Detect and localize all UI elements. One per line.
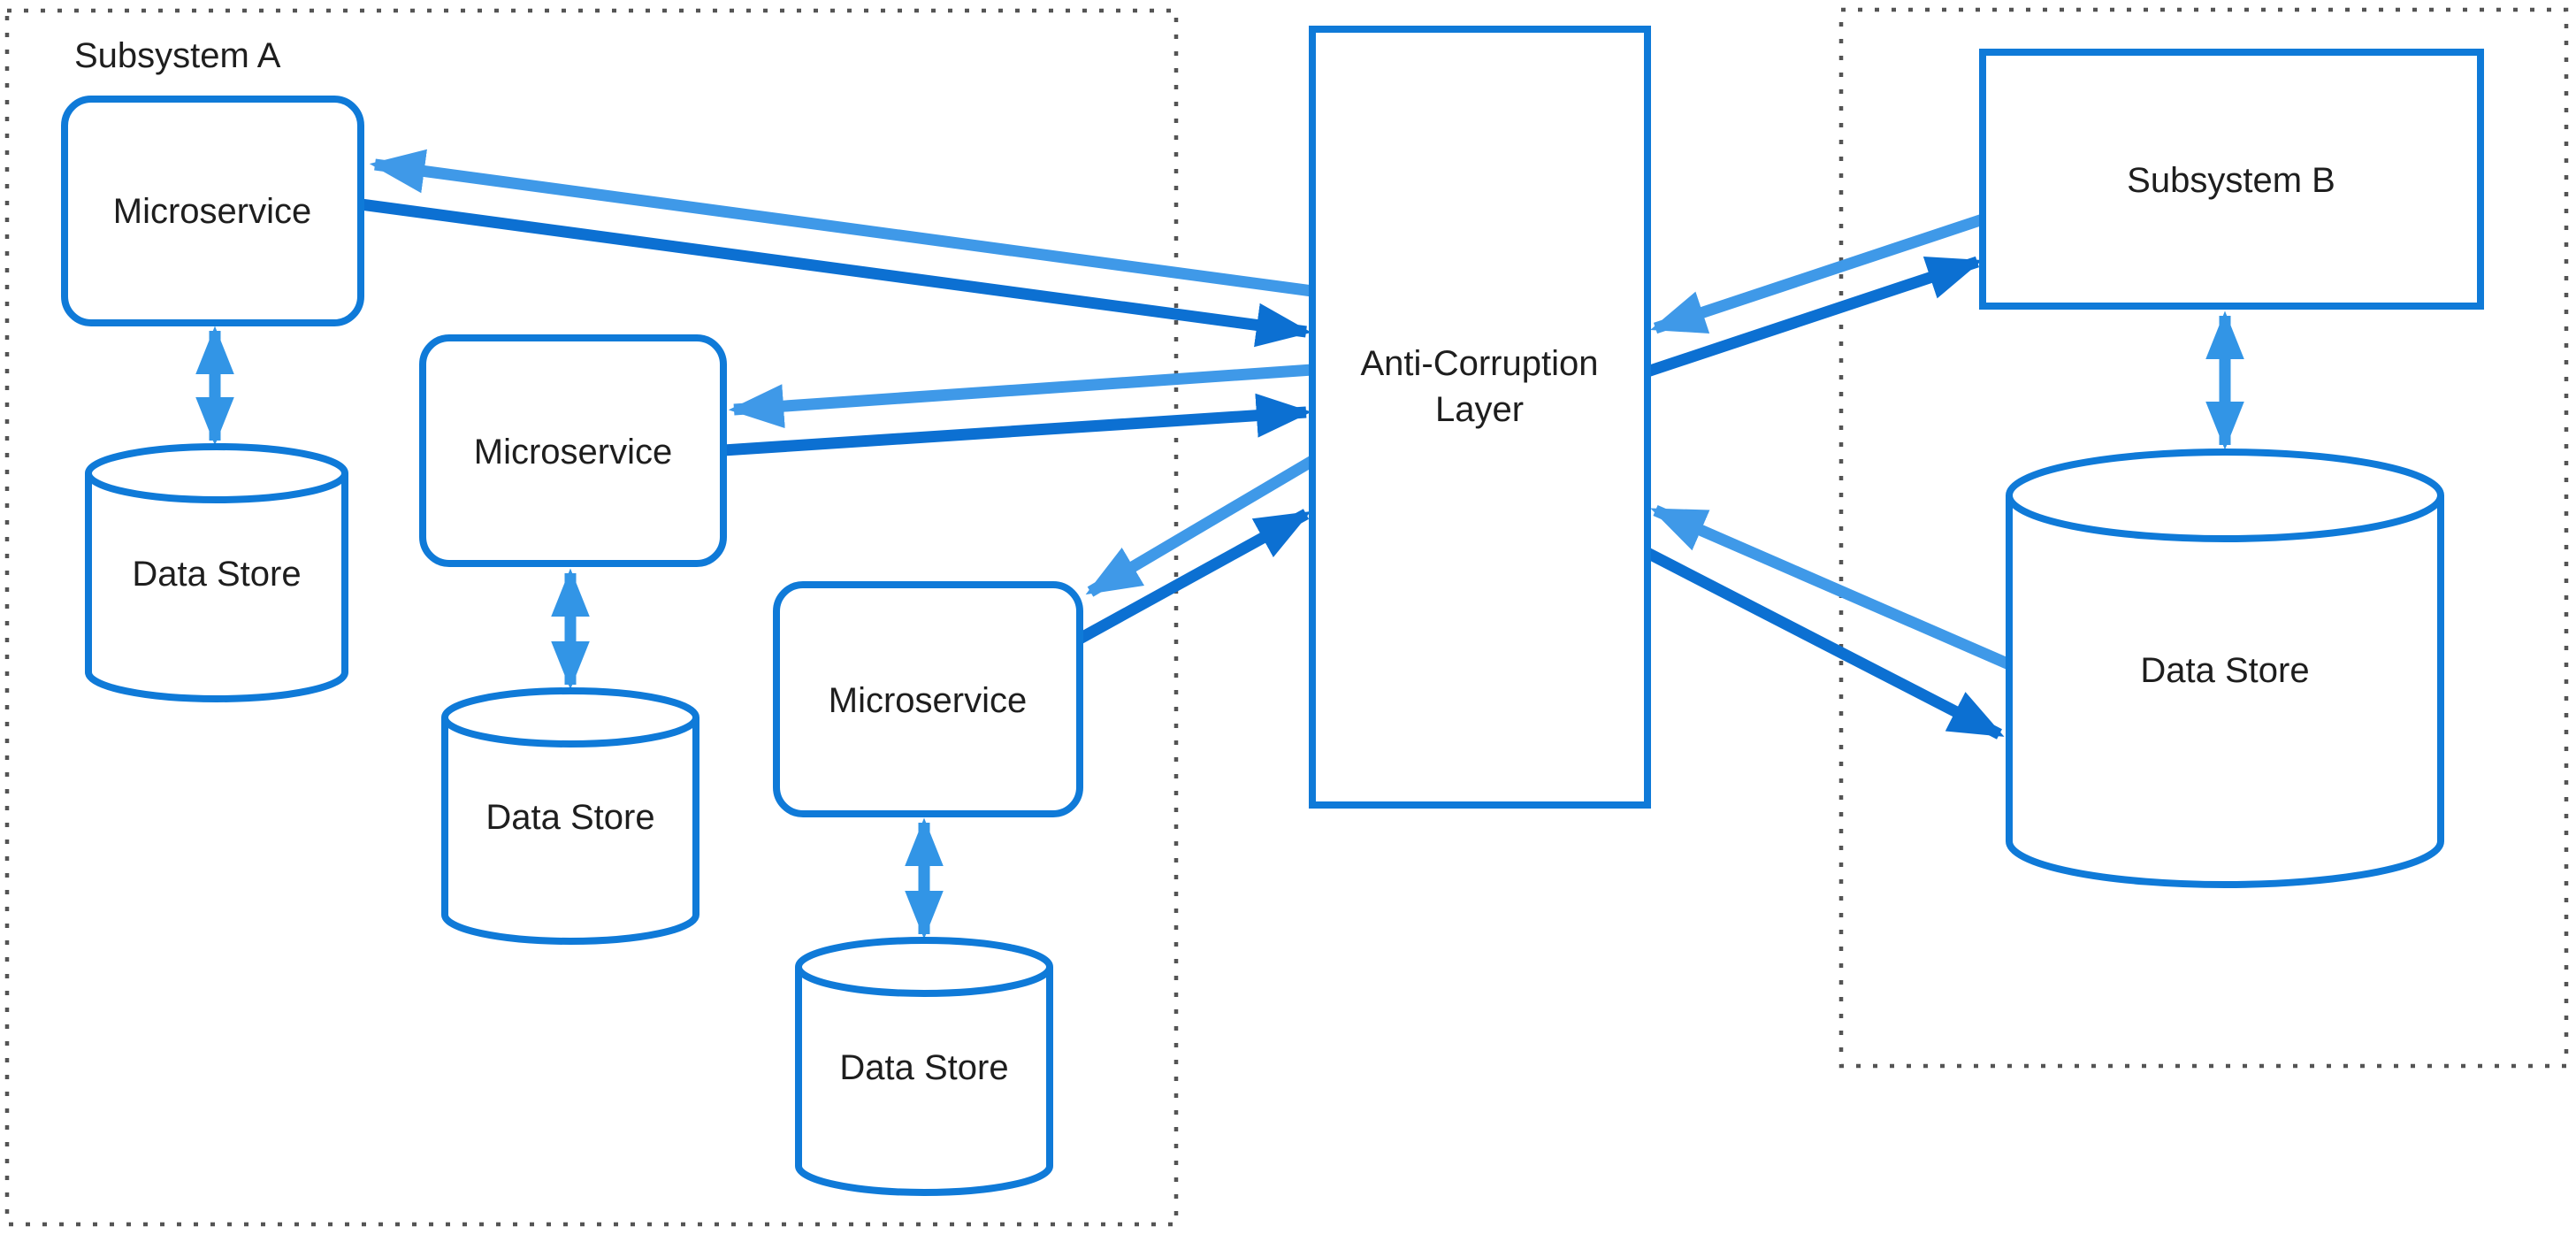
microservice-1-label: Microservice [113,192,311,231]
microservice-2-label: Microservice [474,433,672,472]
microservice-3-box [773,581,1083,817]
subsystem-b-box [1979,49,2484,310]
arrow-data-store-b-to-acl [1650,505,2012,670]
subsystem-b-label: Subsystem B [2127,161,2335,200]
arrow-acl-to-microservice-3 [1085,456,1316,597]
arrow-subsystem-b-to-acl [1650,213,1985,334]
data-store-2-top [441,687,699,748]
node-microservice-2: Microservice [419,334,727,567]
node-anti-corruption-layer: Anti-Corruption Layer [1309,26,1651,809]
anti-corruption-layer-label-line2: Layer [1435,390,1524,429]
subsystem-a-container: Subsystem A [4,8,1179,1227]
data-store-1-label: Data Store [132,555,301,594]
node-data-store-1: Data Store [85,443,348,702]
arrow-microservice-2-to-acl [722,393,1312,456]
arrow-acl-to-subsystem-b [1645,256,1983,378]
node-microservice-1: Microservice [61,96,364,326]
data-store-3-top [795,937,1053,997]
node-data-store-b: Data Store [2006,448,2444,888]
arrow-acl-to-microservice-1 [369,149,1313,297]
data-store-3-label: Data Store [839,1048,1008,1087]
data-store-3-body [795,967,1053,1196]
arrow-acl-to-data-store-b [1645,548,2005,740]
subsystem-a-label: Subsystem A [74,36,281,75]
microservice-3-label: Microservice [829,681,1027,720]
arrow-microservice-3-to-acl [1076,509,1311,644]
data-store-b-label: Data Store [2140,651,2309,690]
data-store-2-body [441,717,699,945]
anti-corruption-layer-box [1309,26,1651,809]
node-data-store-3: Data Store [795,937,1053,1196]
arrow-microservice-1-to-acl [360,198,1312,348]
node-microservice-3: Microservice [773,581,1083,817]
node-data-store-2: Data Store [441,687,699,945]
data-store-2-label: Data Store [485,798,654,837]
arrow-acl-to-microservice-2 [728,364,1313,429]
microservice-2-box [419,334,727,567]
node-subsystem-b: Subsystem B [1979,49,2484,310]
data-store-b-top [2006,448,2444,542]
data-store-1-body [85,473,348,702]
data-store-b-body [2006,495,2444,888]
data-store-1-top [85,443,348,503]
microservice-1-box [61,96,364,326]
anti-corruption-layer-label-line1: Anti-Corruption [1360,344,1598,383]
